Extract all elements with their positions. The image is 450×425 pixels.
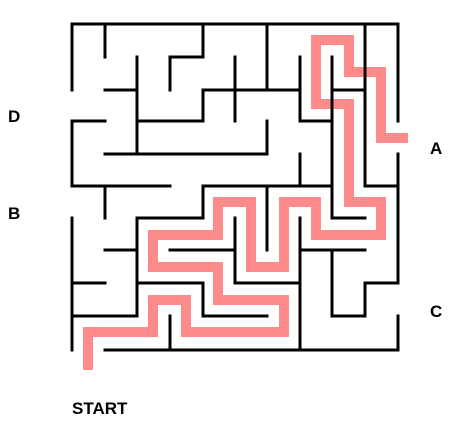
exit-label-b: B — [8, 204, 21, 223]
solution-path-line — [83, 35, 408, 370]
exit-label-d: D — [8, 107, 21, 126]
exit-label-c: C — [430, 302, 443, 321]
exit-label-a: A — [430, 139, 443, 158]
solution-path — [83, 35, 408, 370]
start-label: START — [72, 399, 128, 418]
maze-walls — [70, 22, 400, 352]
